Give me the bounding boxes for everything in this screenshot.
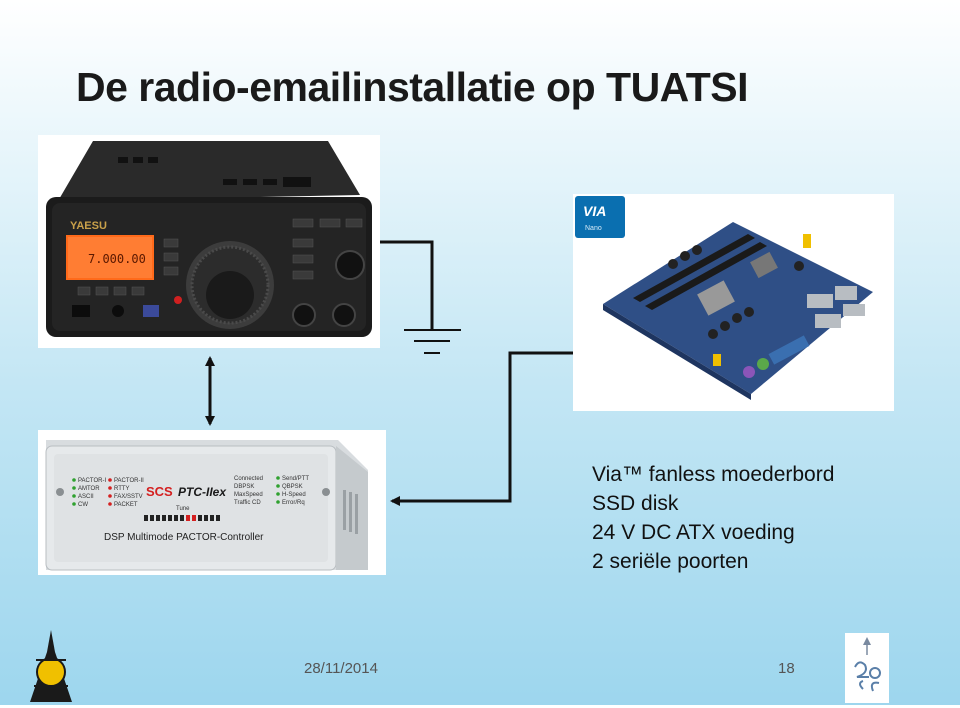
pactor-led-label: RTTY <box>114 486 130 492</box>
pactor-controller-photo: PACTOR-I AMTOR ASCII CW PACTOR-II RTTY F… <box>38 430 386 575</box>
pactor-led-label: Connected <box>234 476 263 482</box>
pactor-model-label: PTC-IIex <box>178 485 227 499</box>
spec-item: 2 seriële poorten <box>592 550 749 573</box>
spec-item: SSD disk <box>592 492 679 515</box>
via-logo-subtext: Nano <box>585 225 602 232</box>
pactor-led-label: Traffic CD <box>234 500 261 506</box>
pactor-led-label: H-Speed <box>282 492 306 498</box>
pactor-led-label: QBPSK <box>282 484 303 490</box>
pactor-led-label: FAX/SSTV <box>114 494 143 500</box>
pactor-tune-label: Tune <box>176 506 190 512</box>
event-logo-icon <box>845 633 889 703</box>
radio-frequency-display: 7.000.00 <box>88 252 146 266</box>
specs-list: Via™ fanless moederbord SSD disk 24 V DC… <box>592 460 834 576</box>
via-logo-text: VIA <box>583 203 606 219</box>
pactor-led-label: CW <box>78 502 88 508</box>
spec-item: 24 V DC ATX voeding <box>592 521 795 544</box>
pactor-led-label: DBPSK <box>234 484 254 490</box>
radio-club-logo-icon <box>26 630 76 702</box>
pactor-led-label: Error/Rq <box>282 500 305 506</box>
pactor-caption: DSP Multimode PACTOR-Controller <box>104 532 264 543</box>
pactor-led-label: Send/PTT <box>282 476 309 482</box>
slide-title: De radio-emailinstallatie op TUATSI <box>76 64 749 110</box>
pactor-led-label: ASCII <box>78 494 94 500</box>
pactor-led-label: PACTOR-I <box>78 478 106 484</box>
pactor-brand-label: SCS <box>146 484 173 499</box>
spec-item: Via™ fanless moederbord <box>592 463 835 486</box>
motherboard-photo: VIA Nano <box>573 194 894 411</box>
radio-brand-label: YAESU <box>70 220 107 232</box>
ground-symbol-icon <box>404 329 461 354</box>
slide-number: 18 <box>778 660 795 677</box>
pactor-led-label: AMTOR <box>78 486 100 492</box>
radio-transceiver-photo: YAESU 7.000.00 <box>38 135 380 348</box>
pactor-led-label: PACTOR-II <box>114 478 144 484</box>
board-pactor-arrow <box>390 351 573 506</box>
ground-cable-line <box>380 240 434 330</box>
pactor-led-label: PACKET <box>114 502 138 508</box>
footer-date: 28/11/2014 <box>304 660 378 677</box>
pactor-led-label: MaxSpeed <box>234 492 263 498</box>
